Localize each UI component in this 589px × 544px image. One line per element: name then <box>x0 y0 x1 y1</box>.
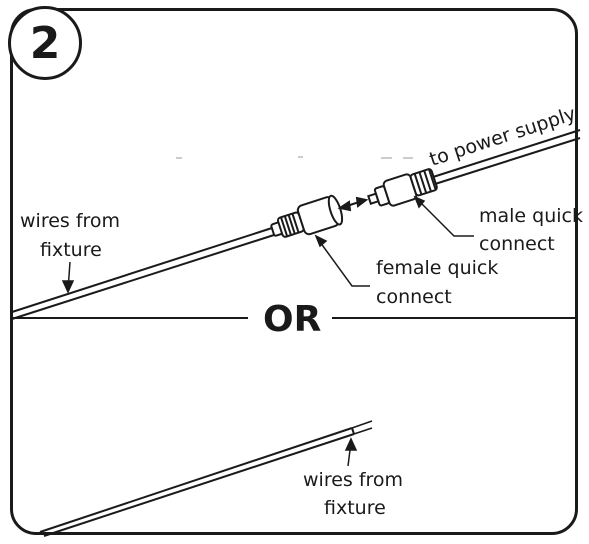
male-quick-connect-label-line2: connect <box>479 233 555 255</box>
male-quick-connect-label-line1: male quick <box>479 205 583 227</box>
power-supply-wire <box>432 129 581 185</box>
female-quick-connect-label-line1: female quick <box>376 257 498 279</box>
connect-arrows-icon <box>337 196 369 212</box>
male-quick-connect <box>367 168 438 207</box>
wires-from-fixture-bottom-label-line1: wires from <box>303 469 403 491</box>
leader-wires-bottom <box>344 437 358 467</box>
fixture-wire-bottom <box>39 420 373 537</box>
leader-male-connect <box>413 195 474 237</box>
leader-wires-top <box>61 261 75 294</box>
faint-dash-marks <box>176 156 413 159</box>
wires-from-fixture-top-label-line1: wires from <box>20 210 120 232</box>
female-quick-connect <box>270 194 344 238</box>
leader-female-connect <box>314 234 370 287</box>
instruction-panel-frame <box>10 8 578 535</box>
wires-from-fixture-top-label-line2: fixture <box>40 239 102 261</box>
or-divider-text: OR <box>263 299 321 340</box>
step-number-badge: 2 <box>8 6 82 80</box>
female-quick-connect-label-line2: connect <box>376 286 452 308</box>
wires-from-fixture-bottom-label-line2: fixture <box>324 497 386 519</box>
fixture-wire-top <box>11 227 275 320</box>
